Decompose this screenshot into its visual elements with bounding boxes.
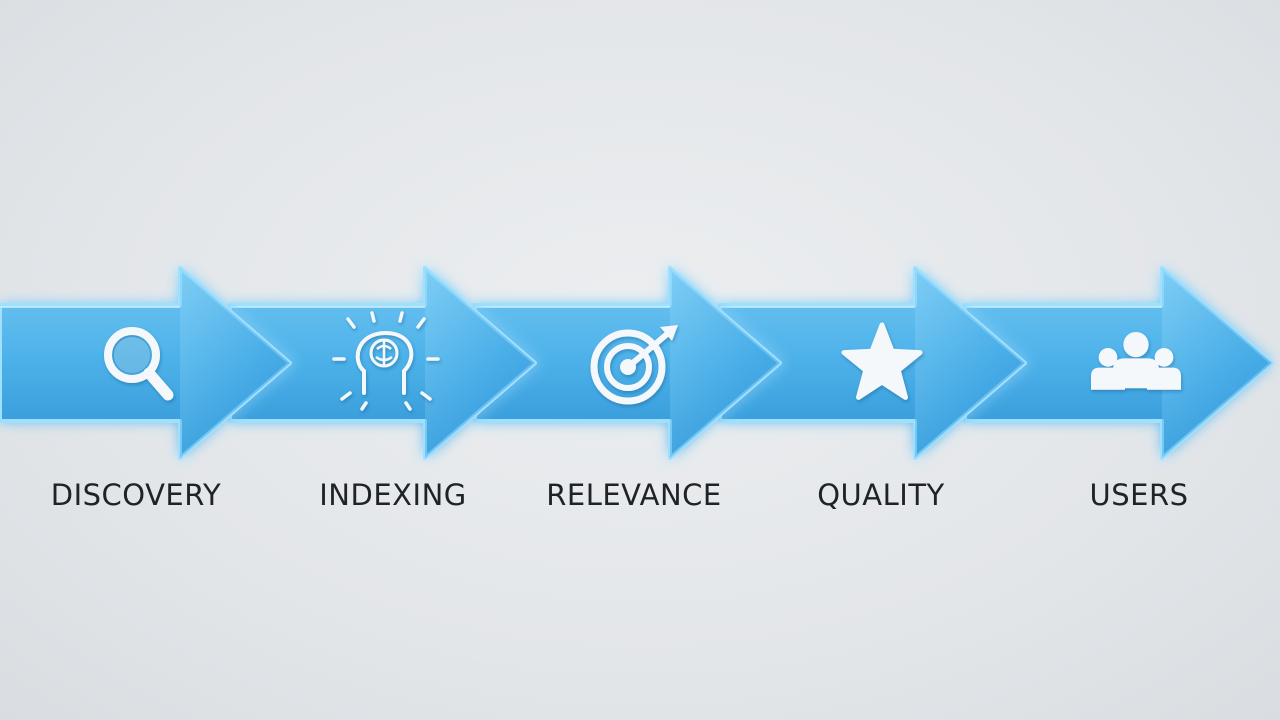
- brain-idea-icon: [332, 311, 440, 411]
- users-group-icon: [1091, 331, 1181, 390]
- arrow-head-highlight: [1162, 268, 1272, 458]
- arrow-head-highlight: [915, 268, 1025, 458]
- flow-arrow-2: [228, 266, 537, 460]
- step-label-relevance: RELEVANCE: [546, 478, 722, 512]
- arrow-head-highlight: [670, 268, 780, 458]
- step-label-discovery: DISCOVERY: [50, 478, 222, 512]
- target-icon: [590, 325, 678, 405]
- step-label-indexing: INDEXING: [319, 478, 467, 512]
- step-label-quality: QUALITY: [817, 478, 945, 512]
- arrow-head-highlight: [180, 268, 290, 458]
- step-label-users: USERS: [1089, 478, 1189, 512]
- magnifier-icon: [104, 327, 174, 401]
- star-icon: [841, 322, 923, 400]
- arrow-head-highlight: [425, 268, 535, 458]
